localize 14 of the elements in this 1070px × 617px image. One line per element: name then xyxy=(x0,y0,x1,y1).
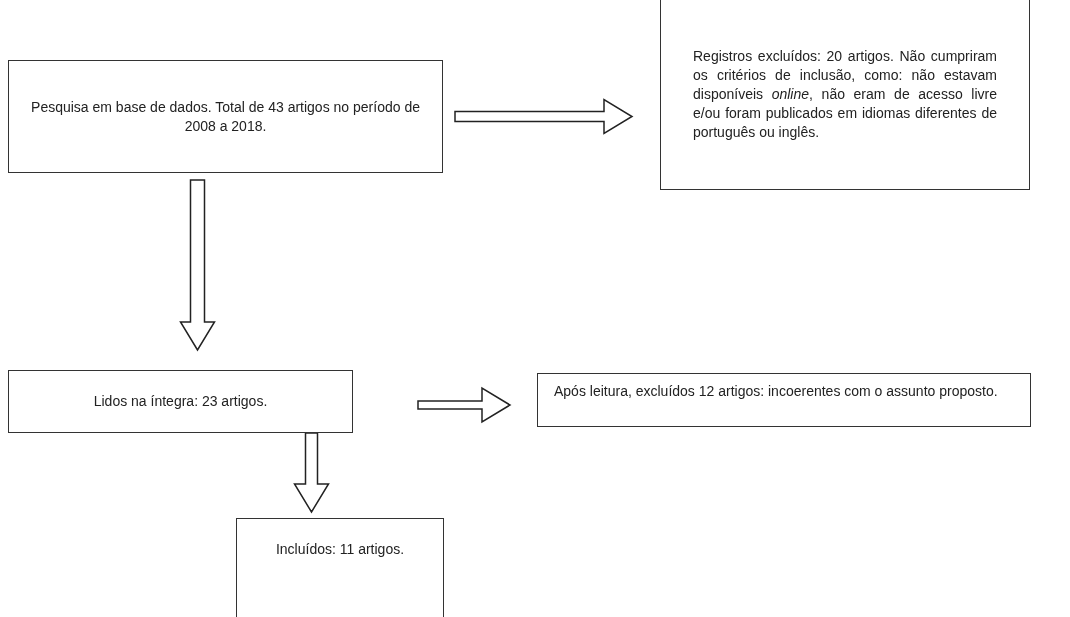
hollow-arrow xyxy=(179,179,216,352)
hollow-arrow xyxy=(454,98,634,135)
box-text: Incluídos: 11 artigos. xyxy=(274,539,406,559)
process-box xyxy=(537,373,1031,427)
box-text: Registros excluídos: 20 artigos. Não cumpriram os critérios de inclusão, como: não estavam disponíveis online, não eram de acesso livre e/ou foram publicados em idiomas diferentes de português ou inglês. xyxy=(693,47,997,142)
hollow-arrow xyxy=(293,432,330,514)
box-text: Pesquisa em base de dados. Total de 43 artigos no período de 2008 a 2018. xyxy=(30,97,421,136)
process-box xyxy=(660,0,1030,190)
process-box xyxy=(236,518,444,617)
box-text: Lidos na íntegra: 23 artigos. xyxy=(92,392,269,411)
process-box xyxy=(8,60,443,173)
process-box xyxy=(8,370,353,433)
hollow-arrow xyxy=(417,386,512,424)
box-text: Após leitura, excluídos 12 artigos: incoerentes com o assunto proposto. xyxy=(554,382,999,401)
